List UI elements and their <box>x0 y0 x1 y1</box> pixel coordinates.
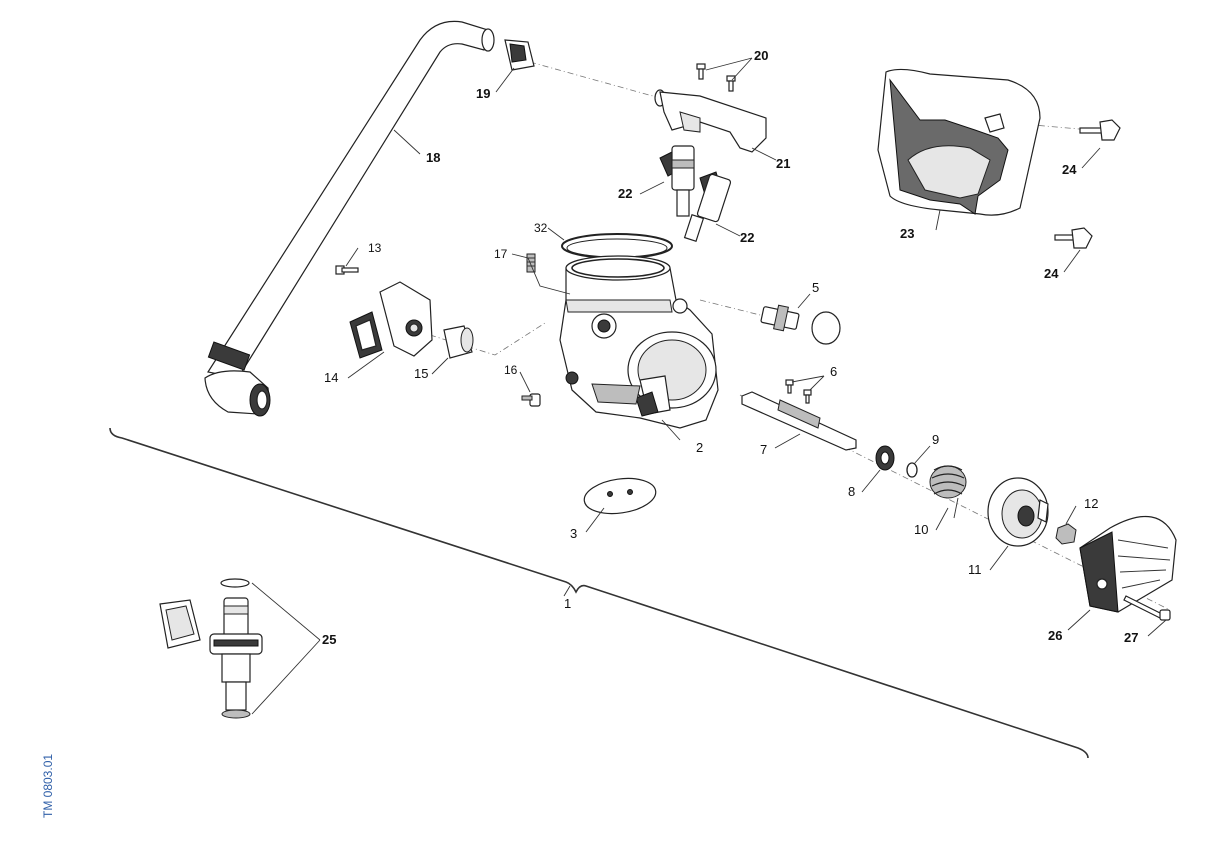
callout-labels: 1 2 3 5 6 7 8 9 10 11 12 13 14 15 16 17 … <box>322 48 1138 647</box>
callout-20: 20 <box>754 48 768 63</box>
injector-part <box>683 171 732 243</box>
callout-24a: 24 <box>1062 162 1077 177</box>
circlip-part <box>906 462 918 478</box>
callout-26: 26 <box>1048 628 1062 643</box>
callout-2: 2 <box>696 440 703 455</box>
callout-24b: 24 <box>1044 266 1059 281</box>
callout-15: 15 <box>414 366 428 381</box>
injector-detail-part <box>159 578 263 719</box>
screw-part <box>785 379 812 404</box>
screw-part <box>335 265 359 275</box>
bushing-part <box>443 325 474 359</box>
callout-16: 16 <box>504 363 518 377</box>
callout-11: 11 <box>968 562 982 577</box>
callout-19: 19 <box>476 86 490 101</box>
injector-part <box>659 145 695 217</box>
sensor-part <box>349 281 433 359</box>
callout-18: 18 <box>426 150 440 165</box>
throttle-plate-part <box>583 477 657 515</box>
callout-17: 17 <box>494 247 508 261</box>
callout-10: 10 <box>914 522 928 537</box>
callout-27: 27 <box>1124 630 1138 645</box>
pulley-part <box>987 477 1049 547</box>
callout-22a: 22 <box>618 186 632 201</box>
callout-12: 12 <box>1084 496 1098 511</box>
axis-line <box>699 299 761 316</box>
callout-8: 8 <box>848 484 855 499</box>
callout-25: 25 <box>322 632 336 647</box>
throttle-body-part <box>559 255 719 429</box>
callout-32: 32 <box>534 221 548 235</box>
return-spring-part <box>929 465 967 519</box>
callout-22b: 22 <box>740 230 754 245</box>
callout-1: 1 <box>564 596 571 611</box>
callout-3: 3 <box>570 526 577 541</box>
bolt-part <box>1054 119 1121 249</box>
clamp-part <box>504 39 535 71</box>
spring-part <box>526 253 536 273</box>
air-box-cover-part <box>877 68 1041 216</box>
callout-14: 14 <box>324 370 338 385</box>
bearing-part <box>880 451 890 465</box>
hose-part <box>204 20 495 417</box>
axis-line <box>529 61 661 99</box>
callout-9: 9 <box>932 432 939 447</box>
callout-6: 6 <box>830 364 837 379</box>
leader-lines <box>251 57 1167 715</box>
callout-5: 5 <box>812 280 819 295</box>
idle-valve-part <box>760 304 841 345</box>
assembly-bracket <box>109 427 1089 759</box>
callout-23: 23 <box>900 226 914 241</box>
screw-part <box>1123 595 1171 621</box>
callout-7: 7 <box>760 442 767 457</box>
o-ring-part <box>566 238 668 258</box>
nut-part <box>1055 523 1077 545</box>
cover-part <box>1079 515 1177 613</box>
screw-part <box>696 63 736 92</box>
o-ring-part <box>561 233 673 259</box>
throttle-shaft-part <box>741 391 857 451</box>
document-reference: TM 0803.01 <box>41 754 55 818</box>
fuel-rail-part <box>654 89 767 153</box>
callout-21: 21 <box>776 156 790 171</box>
callout-13: 13 <box>368 241 382 255</box>
screw-part <box>521 393 541 407</box>
